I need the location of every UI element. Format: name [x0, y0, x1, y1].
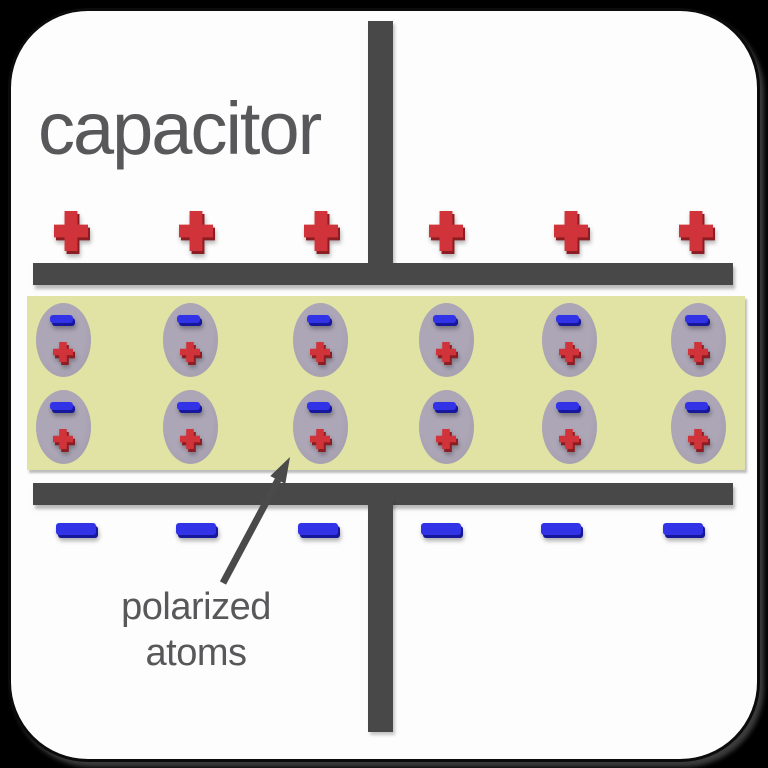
negative-charge-icon	[433, 402, 458, 413]
plus-glyph	[179, 211, 213, 251]
annotation-line1: polarized	[121, 586, 271, 628]
bottom-capacitor-plate	[33, 483, 733, 505]
bottom-wire	[368, 500, 393, 732]
plus-glyph	[679, 211, 713, 251]
negative-charge-icon	[177, 402, 202, 413]
positive-charge-icon	[53, 342, 75, 365]
dielectric-slab	[27, 296, 745, 470]
negative-charge-icon	[176, 523, 218, 538]
positive-charge-icon	[688, 342, 710, 365]
top-capacitor-plate	[33, 263, 733, 285]
positive-charge-icon	[436, 429, 458, 452]
negative-charge-icon	[433, 315, 458, 326]
positive-charge-icon	[304, 211, 340, 254]
polarized-atom	[36, 390, 91, 464]
polarized-atom	[419, 390, 474, 464]
positive-charge-icon	[310, 429, 332, 452]
negative-charge-icon	[685, 315, 710, 326]
polarized-atom	[293, 303, 348, 377]
negative-charge-icon	[298, 523, 340, 538]
positive-charge-icon	[180, 429, 202, 452]
positive-charge-icon	[688, 429, 710, 452]
plus-glyph	[429, 211, 463, 251]
polarized-atom	[419, 303, 474, 377]
negative-charge-icon	[56, 523, 98, 538]
top-wire	[368, 21, 393, 271]
polarized-atom	[671, 390, 726, 464]
positive-charge-icon	[679, 211, 715, 254]
negative-charge-icon	[50, 402, 75, 413]
positive-charge-icon	[179, 211, 215, 254]
positive-charge-icon	[554, 211, 590, 254]
positive-charge-icon	[559, 429, 581, 452]
positive-charge-icon	[180, 342, 202, 365]
negative-charge-icon	[556, 315, 581, 326]
negative-charge-icon	[177, 315, 202, 326]
negative-charge-icon	[685, 402, 710, 413]
negative-charge-icon	[541, 523, 583, 538]
polarized-atom	[542, 303, 597, 377]
negative-charge-icon	[307, 402, 332, 413]
positive-charge-icon	[54, 211, 90, 254]
plus-glyph	[554, 211, 588, 251]
positive-charge-icon	[310, 342, 332, 365]
polarized-atom	[671, 303, 726, 377]
polarized-atom	[36, 303, 91, 377]
positive-charge-icon	[559, 342, 581, 365]
negative-charge-icon	[307, 315, 332, 326]
negative-charge-icon	[663, 523, 705, 538]
polarized-atom	[542, 390, 597, 464]
polarized-atom	[163, 303, 218, 377]
positive-charge-icon	[429, 211, 465, 254]
negative-charge-icon	[556, 402, 581, 413]
polarized-atom	[163, 390, 218, 464]
annotation-label: polarized atoms	[66, 584, 326, 676]
annotation-line2: atoms	[145, 632, 247, 674]
polarized-atom	[293, 390, 348, 464]
positive-charge-icon	[436, 342, 458, 365]
negative-charge-icon	[421, 523, 463, 538]
negative-charge-icon	[50, 315, 75, 326]
diagram-title: capacitor	[38, 87, 322, 170]
positive-charge-icon	[53, 429, 75, 452]
plus-glyph	[54, 211, 88, 251]
plus-glyph	[304, 211, 338, 251]
